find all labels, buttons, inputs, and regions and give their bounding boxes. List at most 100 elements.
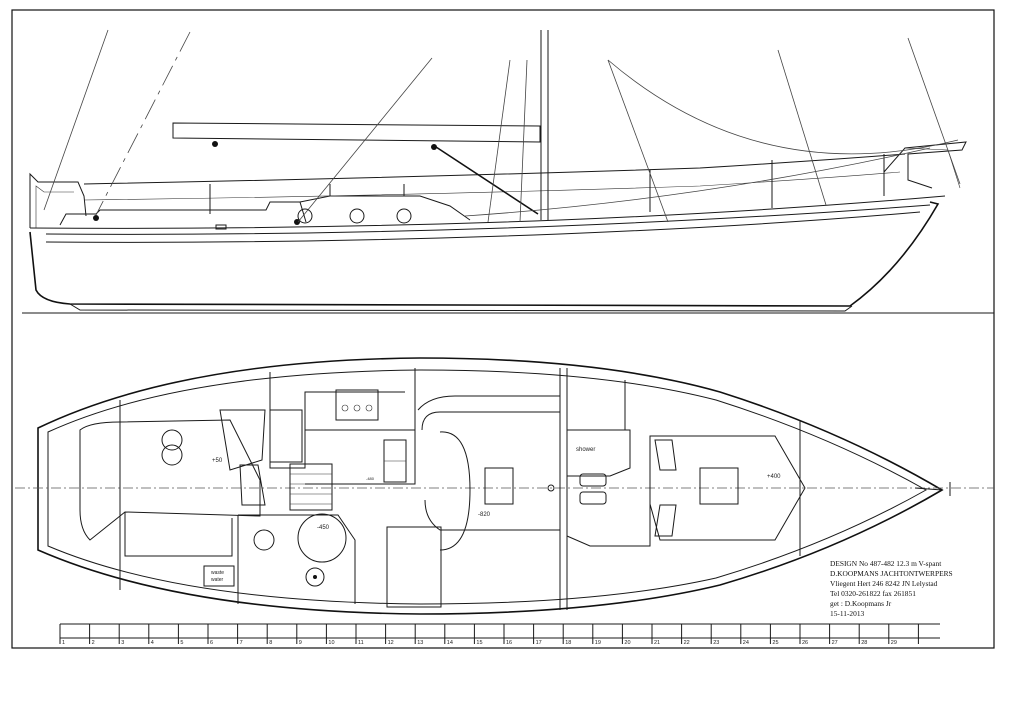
shroud [487, 59, 511, 223]
aft-berth [79, 419, 261, 541]
mast-step [547, 484, 555, 492]
waste-water-tank [203, 565, 235, 587]
winch [294, 219, 300, 225]
shower-label: shower [576, 447, 595, 453]
hull-inner [47, 369, 928, 605]
cabin-top [299, 195, 471, 221]
level-galley-label: -480 [366, 476, 375, 481]
level-head-label: -450 [317, 525, 330, 531]
stove [335, 389, 379, 421]
boom [172, 122, 541, 143]
scale-number: 1 [62, 640, 65, 646]
scale-number: 10 [328, 640, 334, 646]
deck-edge [29, 195, 946, 229]
title-line-phone: Tel 0320-261822 fax 261851 [830, 589, 916, 598]
burner [341, 404, 349, 412]
accommodation-plan [15, 357, 994, 615]
scale-number: 18 [565, 640, 571, 646]
fwd-seat [654, 504, 677, 537]
level-fwd-label: +400 [767, 474, 781, 480]
genoa-foot [464, 147, 931, 217]
scale-number: 7 [240, 640, 243, 646]
hull-profile [29, 201, 940, 307]
cabinet [386, 526, 442, 608]
backstay [43, 29, 109, 211]
shower-stall [567, 429, 631, 477]
scale-number: 20 [624, 640, 630, 646]
keel-line [69, 303, 853, 312]
burner [365, 404, 373, 412]
scale-number: 24 [743, 640, 749, 646]
hatch-center [313, 575, 317, 579]
bow-pulpit [883, 141, 967, 196]
pushpit-rail-inner [35, 185, 74, 228]
scale-number: 13 [417, 640, 423, 646]
aft-seat [124, 512, 233, 557]
scale-number: 19 [595, 640, 601, 646]
topping-lift [95, 31, 191, 216]
mainsheet [297, 57, 433, 223]
saloon-table [439, 431, 471, 551]
title-line-drawn-by: get : D.Koopmans Jr [830, 599, 892, 608]
nav-table [269, 409, 303, 463]
level-saloon-label: -820 [478, 512, 491, 518]
scale-number: 8 [269, 640, 272, 646]
fwd-seat [654, 439, 677, 471]
cockpit-hatch [215, 224, 227, 230]
porthole [297, 208, 313, 224]
saloon-settee-outer [417, 395, 560, 411]
burner [353, 404, 361, 412]
rub-rail [45, 204, 931, 235]
scale-number: 25 [772, 640, 778, 646]
scale-number: 29 [891, 640, 897, 646]
scale-number: 2 [92, 640, 95, 646]
winch [93, 215, 99, 221]
scale-number: 22 [684, 640, 690, 646]
deckhouse [59, 201, 307, 226]
scale-number: 9 [299, 640, 302, 646]
scale-number: 11 [358, 640, 364, 646]
shower-seat [579, 491, 607, 505]
aft-cabin-bench [219, 409, 266, 471]
head-compartment [238, 514, 356, 604]
lifeline [83, 153, 906, 185]
hatch-round [305, 567, 325, 587]
title-line-address: Vliegent Hert 246 8242 JN Lelystad [830, 579, 938, 588]
scale-number: 27 [832, 640, 838, 646]
nav-seat [239, 464, 266, 506]
saloon-hatch [484, 467, 514, 505]
vberth-hatch [699, 467, 739, 505]
forestay-inner [777, 49, 827, 206]
title-block: DESIGN No 487-482 12.3 m V-spant D.KOOPM… [830, 559, 953, 618]
porthole [396, 208, 412, 224]
title-line-firm: D.KOOPMANS JACHTONTWERPERS [830, 569, 953, 578]
waste-water-label-2: water [211, 577, 224, 583]
scale-number: 12 [388, 640, 394, 646]
shower-seat [579, 473, 607, 487]
drawing-frame [11, 9, 995, 649]
scale-number: 28 [861, 640, 867, 646]
scale-number: 16 [506, 640, 512, 646]
forepeak-bulkhead [914, 487, 943, 491]
shroud [519, 59, 528, 223]
basin [297, 513, 347, 563]
scale-number: 5 [180, 640, 183, 646]
sheer-line [45, 211, 921, 243]
vberth [649, 435, 806, 541]
scale-number: 6 [210, 640, 213, 646]
helm-seat [161, 444, 183, 466]
plan-labels: +50 -480 -450 -820 +400 shower waste wat… [211, 447, 781, 583]
jib-sheet [607, 59, 959, 155]
scale-number: 3 [121, 640, 124, 646]
scale-number: 21 [654, 640, 660, 646]
winch [212, 141, 218, 147]
pushpit-rail [29, 172, 87, 228]
side-elevation [22, 29, 994, 314]
scale-number: 26 [802, 640, 808, 646]
scale-number: 17 [536, 640, 542, 646]
scale-number: 23 [713, 640, 719, 646]
helm-seat [161, 429, 183, 451]
stairs [289, 463, 333, 511]
